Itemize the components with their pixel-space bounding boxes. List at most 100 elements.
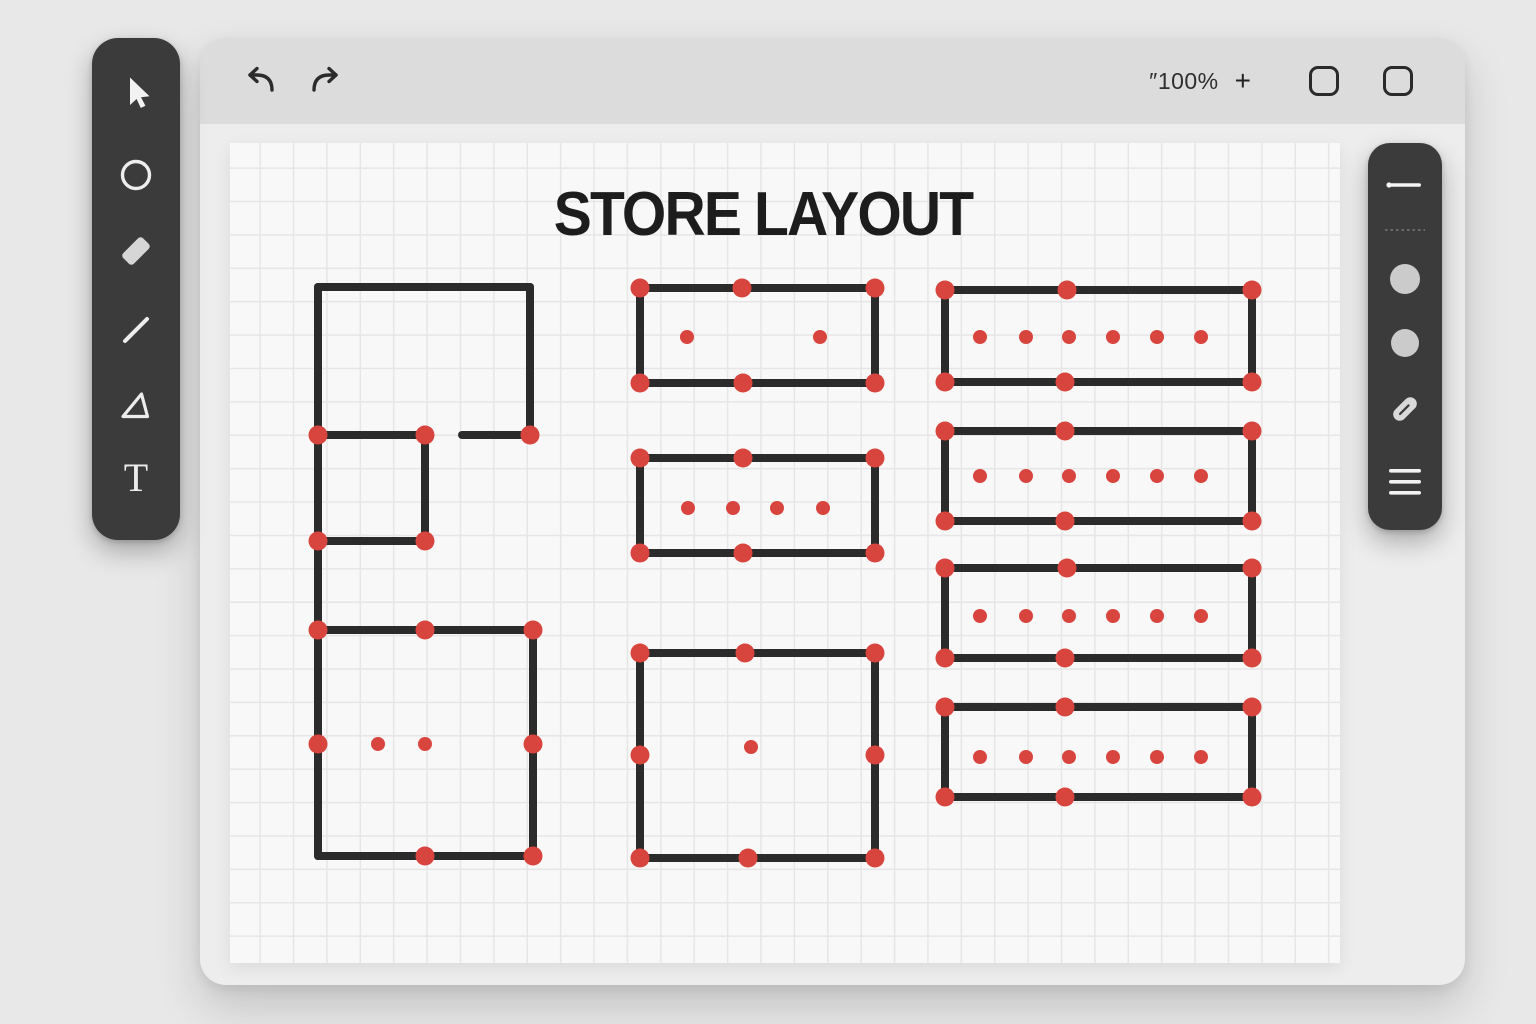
marker-dot[interactable] [1106,750,1120,764]
anchor-dot[interactable] [523,620,543,640]
anchor-dot[interactable] [865,278,885,298]
frame-button-1[interactable] [1309,66,1339,96]
tool-ellipse[interactable] [118,157,154,193]
marker-dot[interactable] [1019,330,1033,344]
anchor-dot[interactable] [630,278,650,298]
room-rectangle[interactable] [941,286,1256,386]
anchor-dot[interactable] [1242,421,1262,441]
tool-triangle[interactable] [118,387,154,423]
anchor-dot[interactable] [1242,372,1262,392]
anchor-dot[interactable] [935,697,955,717]
tool-text[interactable]: T [124,458,148,498]
anchor-dot[interactable] [732,278,752,298]
marker-dot[interactable] [1106,609,1120,623]
marker-dot[interactable] [371,737,385,751]
marker-dot[interactable] [973,330,987,344]
anchor-dot[interactable] [630,448,650,468]
anchor-dot[interactable] [935,421,955,441]
anchor-dot[interactable] [733,448,753,468]
tool-stroke-style[interactable] [1383,226,1427,234]
anchor-dot[interactable] [935,558,955,578]
undo-button[interactable] [240,66,280,96]
anchor-dot[interactable] [630,373,650,393]
anchor-dot[interactable] [308,620,328,640]
room-rectangle[interactable] [636,454,879,557]
anchor-dot[interactable] [935,787,955,807]
anchor-dot[interactable] [935,372,955,392]
anchor-dot[interactable] [630,643,650,663]
anchor-dot[interactable] [630,745,650,765]
tool-marker[interactable] [1385,389,1425,429]
marker-dot[interactable] [1150,609,1164,623]
anchor-dot[interactable] [1057,558,1077,578]
marker-dot[interactable] [744,740,758,754]
anchor-dot[interactable] [738,848,758,868]
marker-dot[interactable] [1106,330,1120,344]
marker-dot[interactable] [1062,609,1076,623]
marker-dot[interactable] [1062,469,1076,483]
marker-dot[interactable] [1194,330,1208,344]
anchor-dot[interactable] [735,643,755,663]
anchor-dot[interactable] [1055,787,1075,807]
room-rectangle[interactable] [941,703,1256,801]
anchor-dot[interactable] [415,620,435,640]
anchor-dot[interactable] [1242,697,1262,717]
anchor-dot[interactable] [1055,372,1075,392]
marker-dot[interactable] [680,330,694,344]
anchor-dot[interactable] [1242,787,1262,807]
tool-stroke-width[interactable] [1385,179,1425,191]
anchor-dot[interactable] [865,543,885,563]
anchor-dot[interactable] [1055,511,1075,531]
marker-dot[interactable] [1019,609,1033,623]
marker-dot[interactable] [1194,469,1208,483]
drawing-canvas[interactable]: STORE LAYOUT [230,143,1340,963]
anchor-dot[interactable] [523,846,543,866]
anchor-dot[interactable] [630,543,650,563]
tool-line[interactable] [118,312,154,348]
marker-dot[interactable] [1062,330,1076,344]
room-rectangle[interactable] [636,284,879,387]
marker-dot[interactable] [1019,469,1033,483]
marker-dot[interactable] [418,737,432,751]
anchor-dot[interactable] [865,643,885,663]
marker-dot[interactable] [1150,469,1164,483]
anchor-dot[interactable] [865,448,885,468]
room-rectangle[interactable] [941,564,1256,662]
anchor-dot[interactable] [935,280,955,300]
room-rectangle[interactable] [636,649,879,862]
tool-cursor[interactable] [118,75,154,111]
anchor-dot[interactable] [1242,648,1262,668]
anchor-dot[interactable] [935,511,955,531]
anchor-dot[interactable] [935,648,955,668]
anchor-dot[interactable] [1055,697,1075,717]
marker-dot[interactable] [973,750,987,764]
anchor-dot[interactable] [1055,648,1075,668]
marker-dot[interactable] [1194,609,1208,623]
anchor-dot[interactable] [733,543,753,563]
anchor-dot[interactable] [308,531,328,551]
anchor-dot[interactable] [415,846,435,866]
marker-dot[interactable] [816,501,830,515]
tool-large-dot[interactable] [1388,262,1422,296]
anchor-dot[interactable] [865,373,885,393]
anchor-dot[interactable] [523,734,543,754]
anchor-dot[interactable] [1242,280,1262,300]
marker-dot[interactable] [1194,750,1208,764]
anchor-dot[interactable] [415,531,435,551]
marker-dot[interactable] [1150,750,1164,764]
marker-dot[interactable] [1150,330,1164,344]
anchor-dot[interactable] [308,734,328,754]
marker-dot[interactable] [813,330,827,344]
anchor-dot[interactable] [630,848,650,868]
anchor-dot[interactable] [865,745,885,765]
anchor-dot[interactable] [308,425,328,445]
zoom-in-button[interactable]: + [1234,65,1251,96]
anchor-dot[interactable] [1057,280,1077,300]
anchor-dot[interactable] [1055,421,1075,441]
anchor-dot[interactable] [415,425,435,445]
anchor-dot[interactable] [520,425,540,445]
tool-eraser[interactable] [117,232,155,270]
tool-small-dot[interactable] [1389,327,1421,359]
marker-dot[interactable] [1019,750,1033,764]
anchor-dot[interactable] [733,373,753,393]
